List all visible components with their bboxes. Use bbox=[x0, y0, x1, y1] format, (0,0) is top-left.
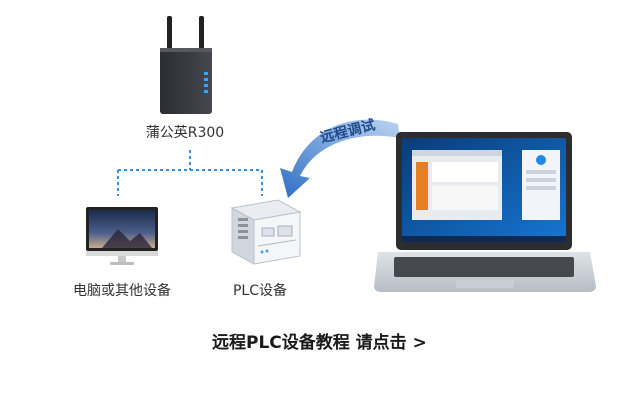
router-icon bbox=[160, 16, 212, 114]
plc-device bbox=[218, 198, 304, 268]
plc-tutorial-link[interactable]: 远程PLC设备教程 请点击 > bbox=[212, 333, 427, 353]
monitor-icon bbox=[86, 207, 158, 265]
computer-label: 电脑或其他设备 bbox=[73, 283, 171, 299]
plc-label: PLC设备 bbox=[232, 283, 288, 299]
laptop-device bbox=[372, 130, 598, 298]
router-device bbox=[150, 10, 220, 120]
plc-icon bbox=[230, 199, 302, 265]
router-label: 蒲公英R300 bbox=[145, 125, 225, 141]
computer-device bbox=[84, 205, 160, 267]
laptop-icon bbox=[374, 132, 596, 292]
